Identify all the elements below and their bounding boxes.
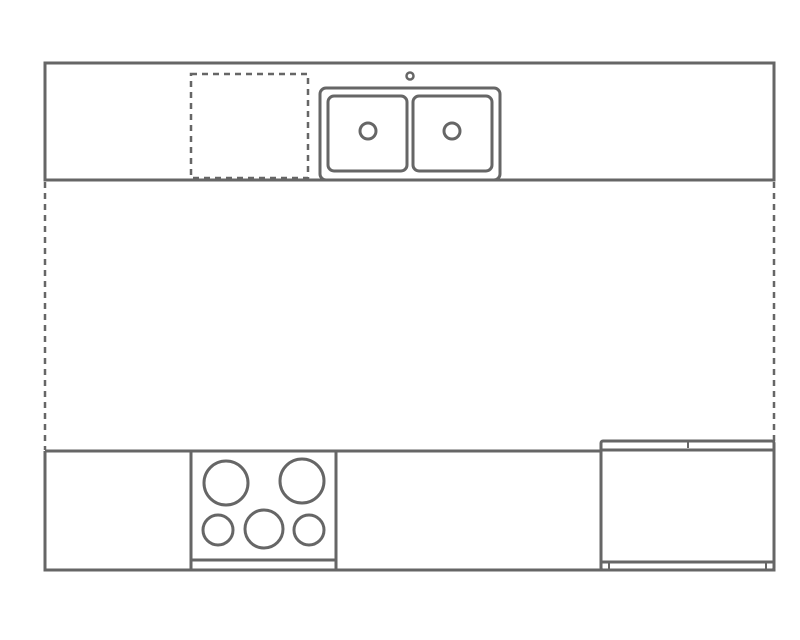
drain-icon <box>442 121 462 141</box>
sink-basin-left <box>326 94 409 173</box>
burner-icon <box>201 513 235 547</box>
burner-icon <box>202 459 250 507</box>
burner-icon <box>278 457 326 505</box>
burner-icon <box>243 508 285 550</box>
bottom-counter <box>43 449 776 572</box>
refrigerator <box>599 439 776 572</box>
open-floor <box>43 182 776 450</box>
double-sink <box>318 86 502 182</box>
cooktop <box>189 451 338 570</box>
drain-icon <box>358 121 378 141</box>
sink-basin-right <box>411 94 494 173</box>
faucet-icon <box>405 71 415 81</box>
burner-icon <box>292 513 326 547</box>
dishwasher <box>189 72 310 180</box>
